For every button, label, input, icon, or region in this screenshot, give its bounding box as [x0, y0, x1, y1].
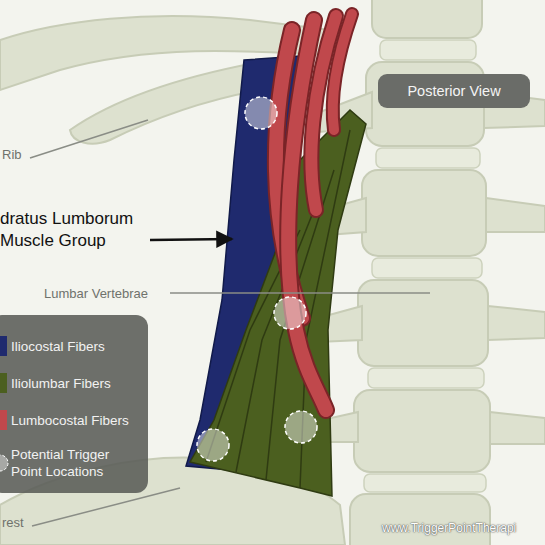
legend-panel	[0, 315, 148, 493]
muscle-title: dratus Lumborum Muscle Group	[0, 208, 150, 252]
trigger-point	[245, 97, 277, 129]
leader-line	[170, 292, 430, 294]
legend-swatch	[0, 373, 7, 393]
leader-arrow	[150, 239, 232, 240]
legend-text: Iliocostal Fibers	[11, 338, 139, 355]
disc	[372, 258, 482, 278]
legend-text: Potential Trigger Point Locations	[11, 446, 139, 480]
disc	[376, 148, 480, 168]
disc	[364, 474, 486, 492]
vertebra	[350, 494, 490, 545]
part-label: rest	[2, 514, 42, 531]
legend-entry: Lumbocostal Fibers	[0, 410, 146, 430]
lumbocostal-outline	[333, 14, 352, 130]
transverse-process	[486, 198, 545, 232]
watermark: www.TriggerPointTherapi	[382, 520, 544, 536]
transverse-process	[488, 306, 545, 340]
part-label: Rib	[2, 146, 62, 163]
vertebra	[372, 0, 482, 38]
view-badge: Posterior View	[378, 74, 530, 108]
lumbocostal-fibers	[333, 14, 352, 130]
trigger-point-sample	[0, 455, 8, 471]
vertebra	[362, 170, 486, 256]
trigger-point	[274, 297, 306, 329]
disc	[368, 368, 484, 388]
disc	[380, 40, 476, 60]
part-label: Lumbar Vertebrae	[44, 285, 174, 302]
legend-swatch	[0, 336, 7, 356]
legend-symbol	[0, 453, 10, 473]
transverse-process	[490, 412, 545, 444]
trigger-point	[197, 429, 229, 461]
legend-text: Lumbocostal Fibers	[11, 412, 139, 429]
vertebra	[354, 390, 490, 472]
legend-entry: Potential Trigger Point Locations	[0, 446, 146, 480]
legend-swatch	[0, 410, 7, 430]
leader-line	[30, 120, 148, 158]
trigger-point	[285, 411, 317, 443]
view-label: Posterior View	[407, 83, 500, 99]
legend-text: Iliolumbar Fibers	[11, 375, 139, 392]
legend-entry: Iliocostal Fibers	[0, 336, 146, 356]
leader-line	[32, 488, 180, 526]
legend-entry: Iliolumbar Fibers	[0, 373, 146, 393]
